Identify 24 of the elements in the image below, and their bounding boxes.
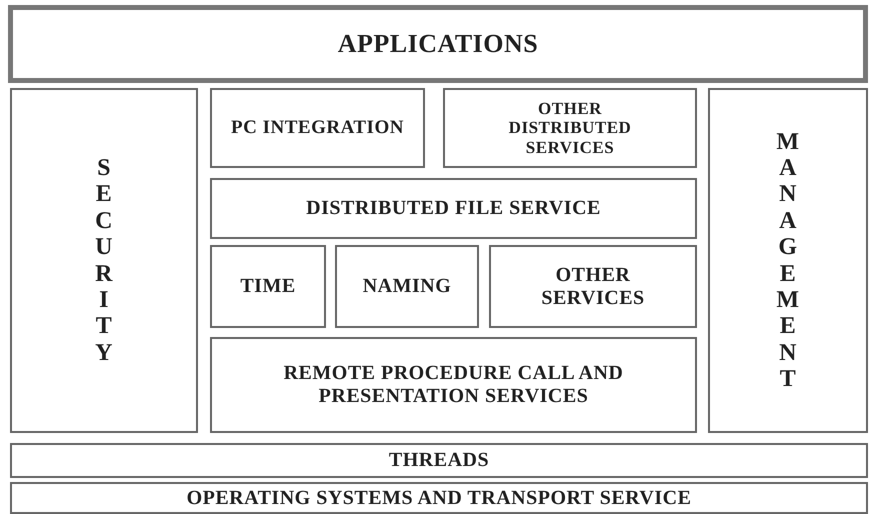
layer-box: [335, 245, 479, 328]
layer-label: SECURITY: [94, 154, 114, 366]
layer-label: OTHER SERVICES: [540, 264, 646, 310]
layer-label: PC INTEGRATION: [231, 117, 404, 139]
layer-label: THREADS: [388, 449, 490, 472]
layer-label: REMOTE PROCEDURE CALL AND PRESENTATION SERVICES: [282, 362, 624, 408]
layer-box: [10, 443, 868, 478]
layer-label: APPLICATIONS: [338, 29, 538, 59]
layer-box: [10, 482, 868, 514]
layer-label: NAMING: [362, 275, 452, 298]
layer-box: [443, 88, 697, 168]
layer-label: OPERATING SYSTEMS AND TRANSPORT SERVICE: [186, 486, 692, 510]
layer-box: [708, 88, 868, 433]
layer-box: [210, 178, 697, 239]
layer-box: [210, 245, 326, 328]
layer-label: TIME: [240, 275, 296, 298]
layer-box: [210, 337, 697, 433]
layer-label: MANAGEMENT: [776, 128, 800, 392]
layer-box: [8, 5, 868, 83]
layer-box: [489, 245, 697, 328]
layer-box: [210, 88, 425, 168]
layer-box: [10, 88, 198, 433]
layer-label: DISTRIBUTED FILE SERVICE: [306, 197, 601, 220]
layer-label: OTHER DISTRIBUTED SERVICES: [508, 98, 632, 158]
